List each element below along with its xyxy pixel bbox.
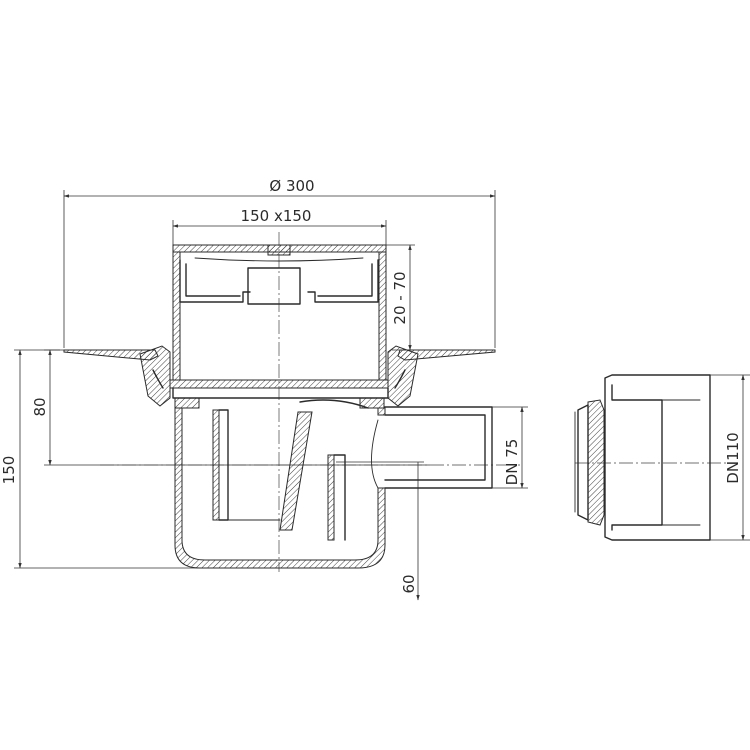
label-flange-diameter: Ø 300 xyxy=(269,177,314,195)
clamp-ring-left xyxy=(139,345,171,407)
drain-body xyxy=(63,244,496,569)
label-total-height: 150 xyxy=(0,456,18,485)
label-adapter-dn: DN110 xyxy=(724,432,742,483)
grate-right-hook xyxy=(307,259,379,303)
label-outlet-dn: DN 75 xyxy=(503,439,521,486)
clamp-ring-right xyxy=(387,345,419,407)
extension-sleeve-right xyxy=(378,251,387,381)
riser-tube xyxy=(212,409,220,521)
adapter-body xyxy=(604,374,711,541)
housing-wall xyxy=(174,407,386,569)
dimension-labels: Ø 300 150 x150 20 - 70 80 150 DN 75 60 D… xyxy=(0,177,742,594)
outlet-pipe xyxy=(384,406,493,489)
adapter-dn110 xyxy=(574,374,711,541)
label-adjust-range: 20 - 70 xyxy=(391,271,409,324)
trap-insert xyxy=(279,411,313,531)
grate-center-post xyxy=(247,267,301,305)
label-grate-size: 150 x150 xyxy=(241,207,312,225)
extension-sleeve-left xyxy=(172,251,181,381)
label-height-outlet: 80 xyxy=(31,397,49,416)
label-water-seal: 60 xyxy=(400,574,418,593)
